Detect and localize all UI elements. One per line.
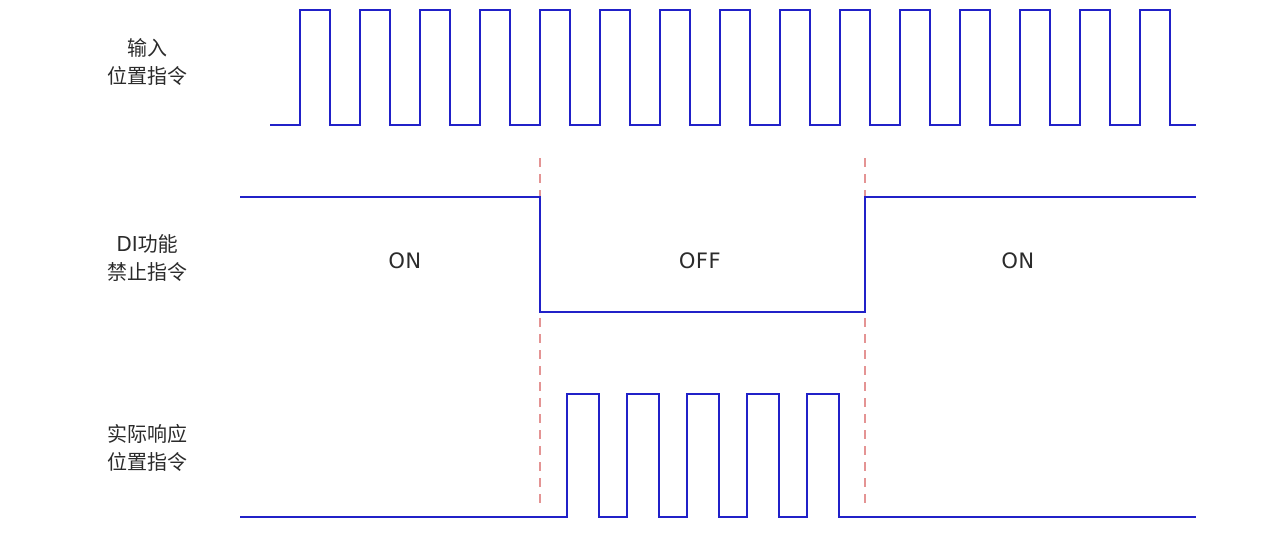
state-label-on-right: ON — [1001, 249, 1035, 273]
row-label-di-function-inhibit-command: DI功能 禁止指令 — [107, 232, 187, 284]
state-label-on-left: ON — [388, 249, 422, 273]
waveform-di-function-inhibit-command — [240, 196, 1196, 313]
waveform-actual-response-position-command — [240, 393, 1196, 518]
state-label-off: OFF — [678, 249, 722, 273]
row-label-input-position-command: 输入 位置指令 — [107, 36, 187, 88]
waveform-input-position-command — [270, 9, 1196, 126]
row-label-actual-response-position-command: 实际响应 位置指令 — [107, 422, 187, 474]
